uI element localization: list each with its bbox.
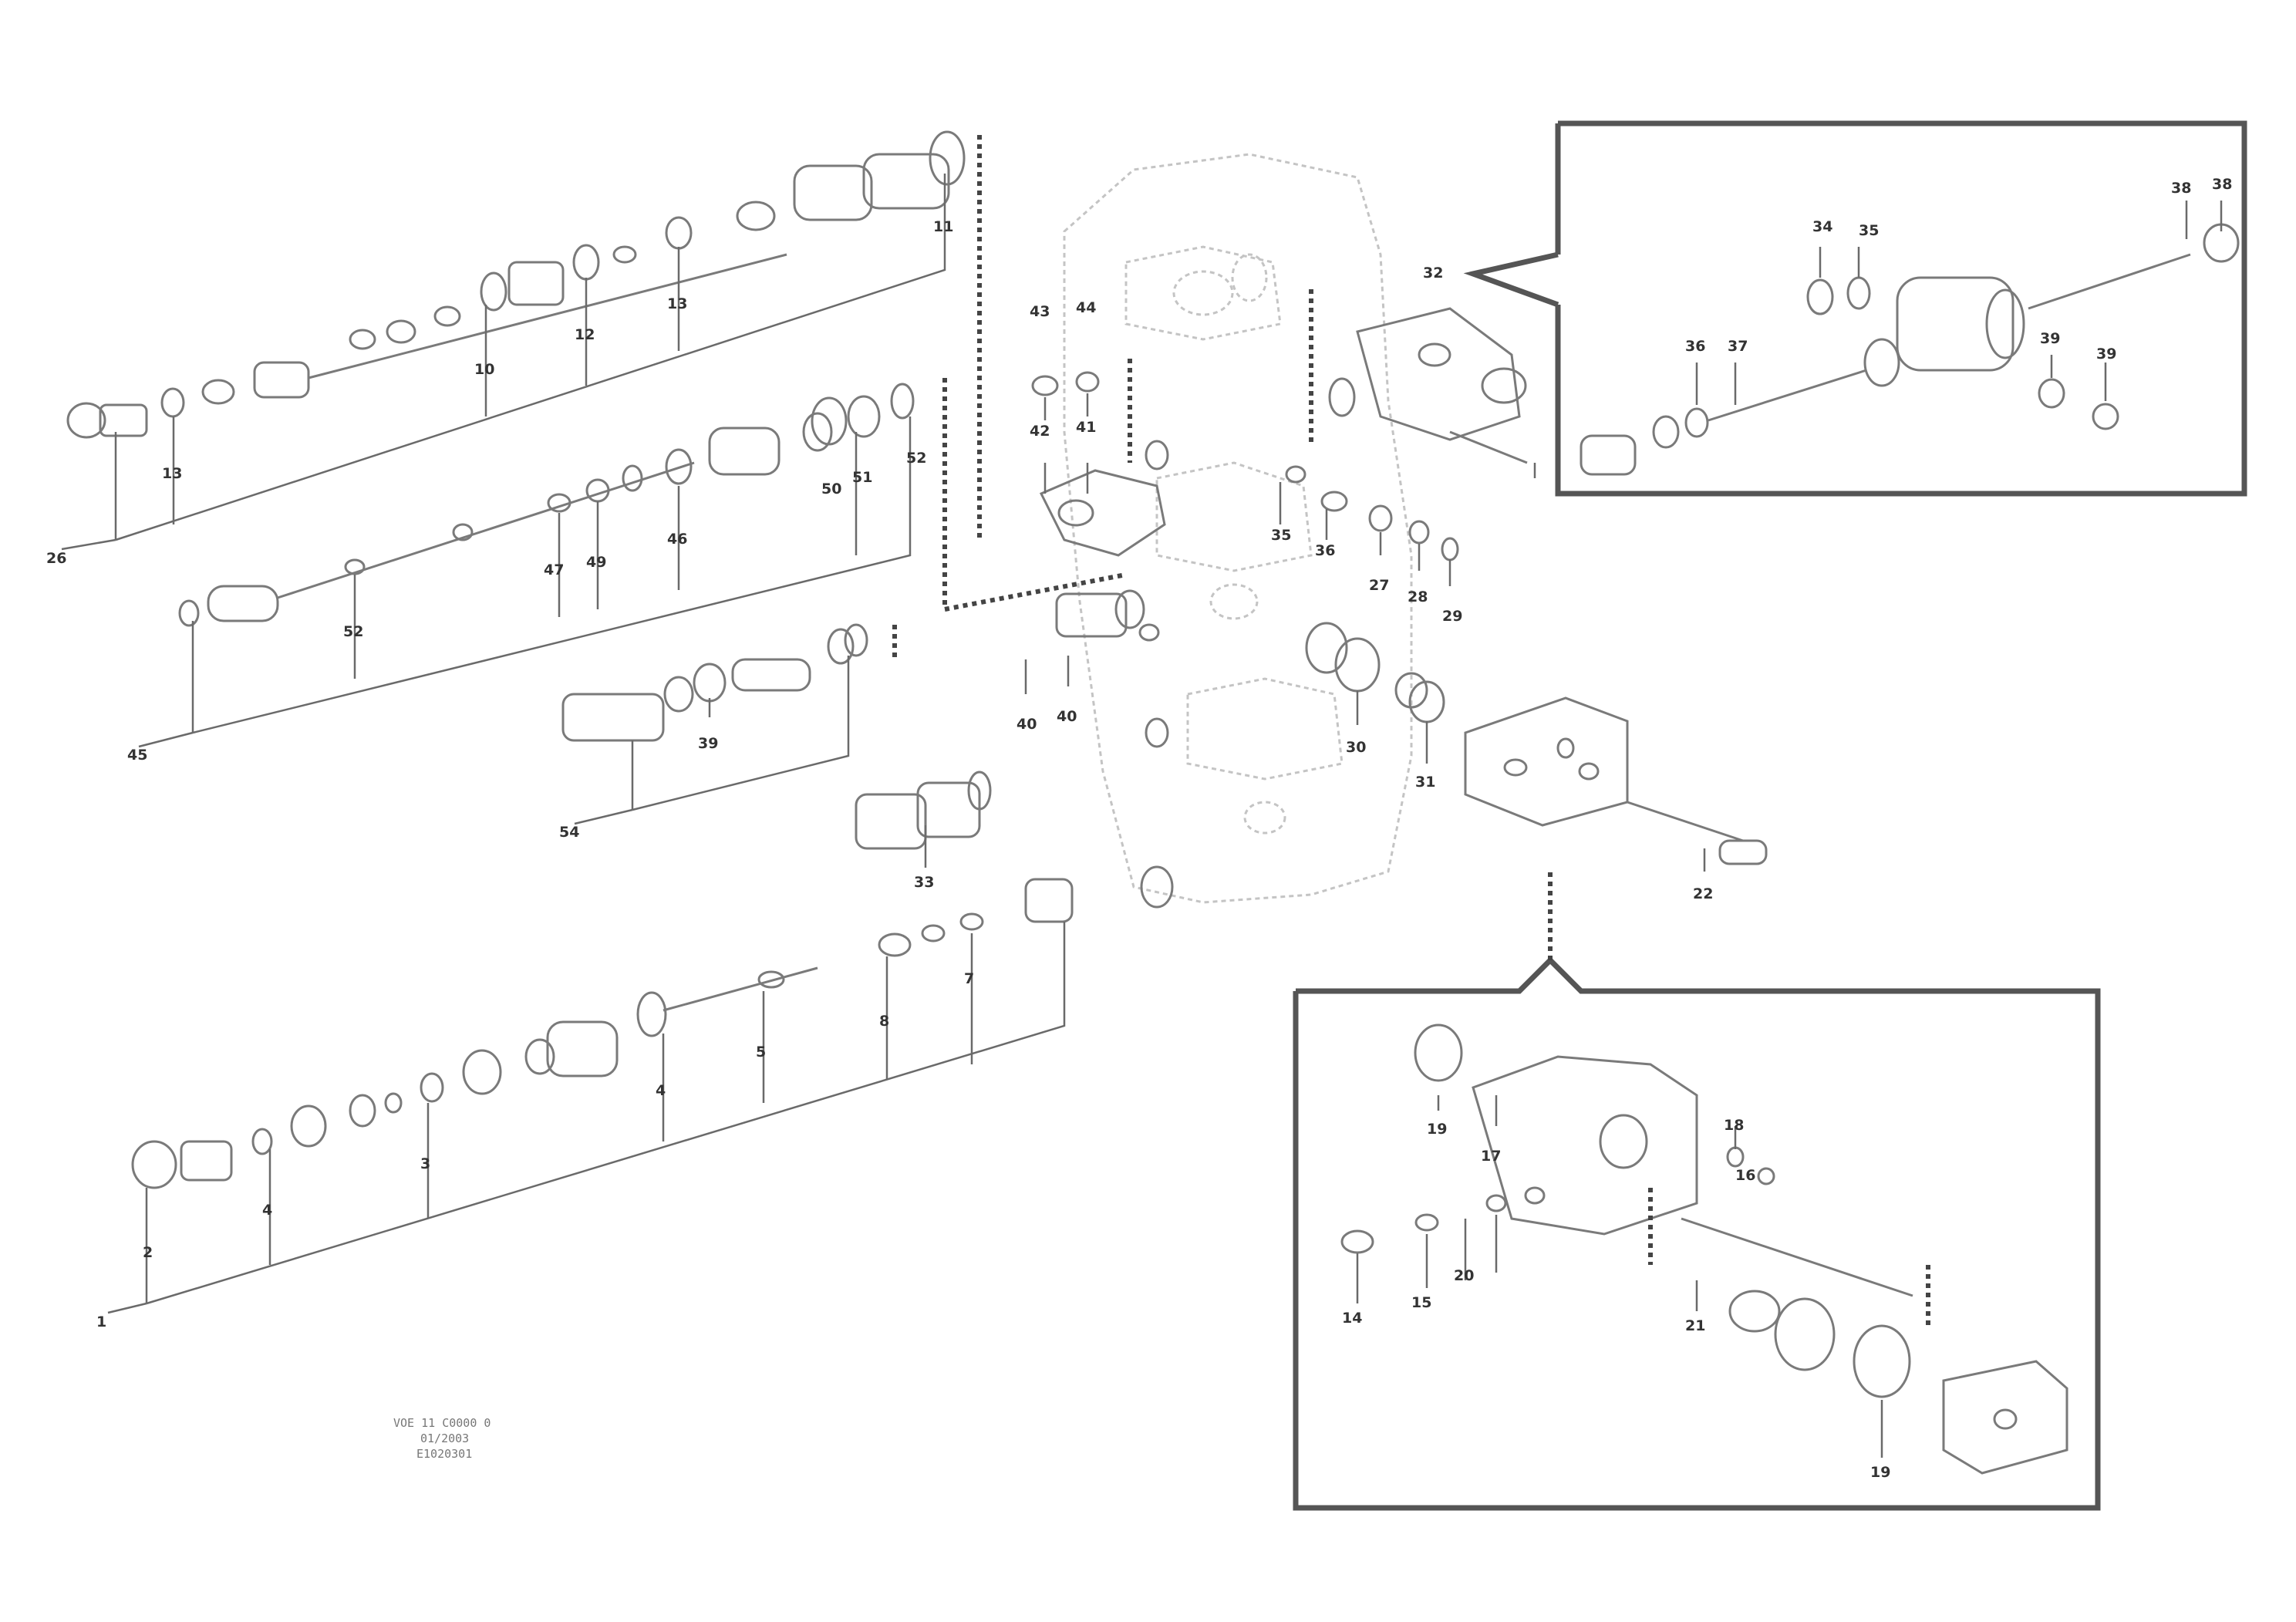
callout-label: 13 — [162, 465, 182, 482]
row-4-callouts: 33 — [914, 874, 934, 891]
callout-label: 38 — [2171, 180, 2191, 197]
callout-label: 19 — [1427, 1121, 1447, 1138]
stamp-line-2: 01/2003 — [420, 1431, 469, 1445]
callout-label: 40 — [1057, 708, 1077, 725]
callout-label: 7 — [964, 970, 974, 987]
callout-label: 4 — [262, 1202, 272, 1219]
callout-label: 37 — [1728, 338, 1748, 355]
middle-parts — [1031, 307, 1768, 865]
dashed-guides — [892, 135, 1313, 659]
callout-label: 41 — [1076, 419, 1096, 436]
callout-label: 54 — [559, 824, 579, 841]
row-5-parts — [131, 865, 1174, 1189]
callout-label: 39 — [2096, 346, 2116, 363]
callout-label: 31 — [1415, 774, 1435, 791]
callout-label: 35 — [1859, 222, 1879, 239]
callout-label: 32 — [1423, 265, 1443, 282]
row-3-leaders — [574, 656, 850, 825]
row-2-callouts: 45 52 47 49 46 50 51 52 — [127, 450, 926, 764]
callout-label: 16 — [1735, 1167, 1755, 1184]
row-1-leaders — [61, 174, 946, 551]
callout-label: 38 — [2212, 176, 2232, 193]
callout-label: 12 — [575, 326, 595, 343]
callout-label: 30 — [1346, 739, 1366, 756]
callout-label: 40 — [1017, 716, 1037, 733]
callout-label: 14 — [1342, 1310, 1362, 1327]
row-5-leaders — [107, 922, 1066, 1314]
callout-label: 52 — [906, 450, 926, 467]
callout-label: 36 — [1315, 542, 1335, 559]
callout-label: 36 — [1685, 338, 1705, 355]
row-4-parts — [855, 771, 992, 850]
drawing-stamp: VOE 11 C0000 0 01/2003 E1020301 — [393, 1416, 491, 1461]
callout-label: 44 — [1076, 299, 1096, 316]
middle-leaders — [1024, 393, 1706, 872]
row-1-parts — [66, 130, 966, 439]
row-3-callouts: 54 39 — [559, 735, 718, 841]
inset-bottom-right: 19 17 18 16 14 15 20 21 19 — [1293, 872, 2101, 1511]
callout-label: 15 — [1411, 1294, 1431, 1311]
callout-label: 5 — [756, 1044, 766, 1061]
callout-label: 35 — [1271, 527, 1291, 544]
callout-label: 39 — [2040, 330, 2060, 347]
callout-label: 49 — [586, 554, 606, 571]
callout-label: 46 — [667, 531, 687, 548]
callout-label: 33 — [914, 874, 934, 891]
row-2-parts — [178, 383, 915, 627]
callout-label: 43 — [1030, 303, 1050, 320]
callout-label: 20 — [1454, 1267, 1474, 1284]
callout-label: 4 — [656, 1082, 666, 1099]
callout-label: 13 — [667, 295, 687, 312]
valve-body-ghost — [1063, 153, 1413, 904]
callout-label: 51 — [852, 469, 872, 486]
callout-label: 45 — [127, 747, 147, 764]
row-2-leaders — [138, 416, 912, 748]
callout-label: 10 — [474, 361, 494, 378]
row-1-callouts: 26 13 10 12 13 11 — [46, 218, 953, 567]
callout-label: 47 — [544, 561, 564, 578]
callout-label: 22 — [1693, 885, 1713, 902]
callout-label: 42 — [1030, 423, 1050, 440]
inset-top-right: 34 35 36 37 39 39 38 38 — [1463, 120, 2247, 497]
callout-label: 1 — [96, 1313, 106, 1330]
callout-label: 2 — [143, 1244, 153, 1261]
callout-label: 39 — [698, 735, 718, 752]
callout-label: 19 — [1870, 1464, 1890, 1481]
middle-callouts: 43 44 42 41 40 40 35 36 27 28 29 30 31 3… — [1017, 265, 1713, 902]
callout-label: 18 — [1724, 1117, 1744, 1134]
callout-label: 52 — [343, 623, 363, 640]
callout-label: 34 — [1812, 218, 1832, 235]
stamp-line-3: E1020301 — [416, 1447, 472, 1461]
callout-label: 17 — [1481, 1148, 1501, 1165]
callout-label: 8 — [879, 1013, 889, 1030]
callout-label: 28 — [1408, 588, 1428, 605]
callout-label: 11 — [933, 218, 953, 235]
stamp-line-1: VOE 11 C0000 0 — [393, 1416, 491, 1430]
callout-label: 26 — [46, 550, 66, 567]
callout-label: 3 — [420, 1155, 430, 1172]
row-3-parts — [561, 623, 868, 742]
row-5-callouts: 1 2 4 3 4 5 8 7 — [96, 970, 974, 1330]
callout-label: 29 — [1442, 608, 1462, 625]
callout-label: 27 — [1369, 577, 1389, 594]
callout-label: 50 — [821, 481, 841, 497]
callout-label: 21 — [1685, 1317, 1705, 1334]
